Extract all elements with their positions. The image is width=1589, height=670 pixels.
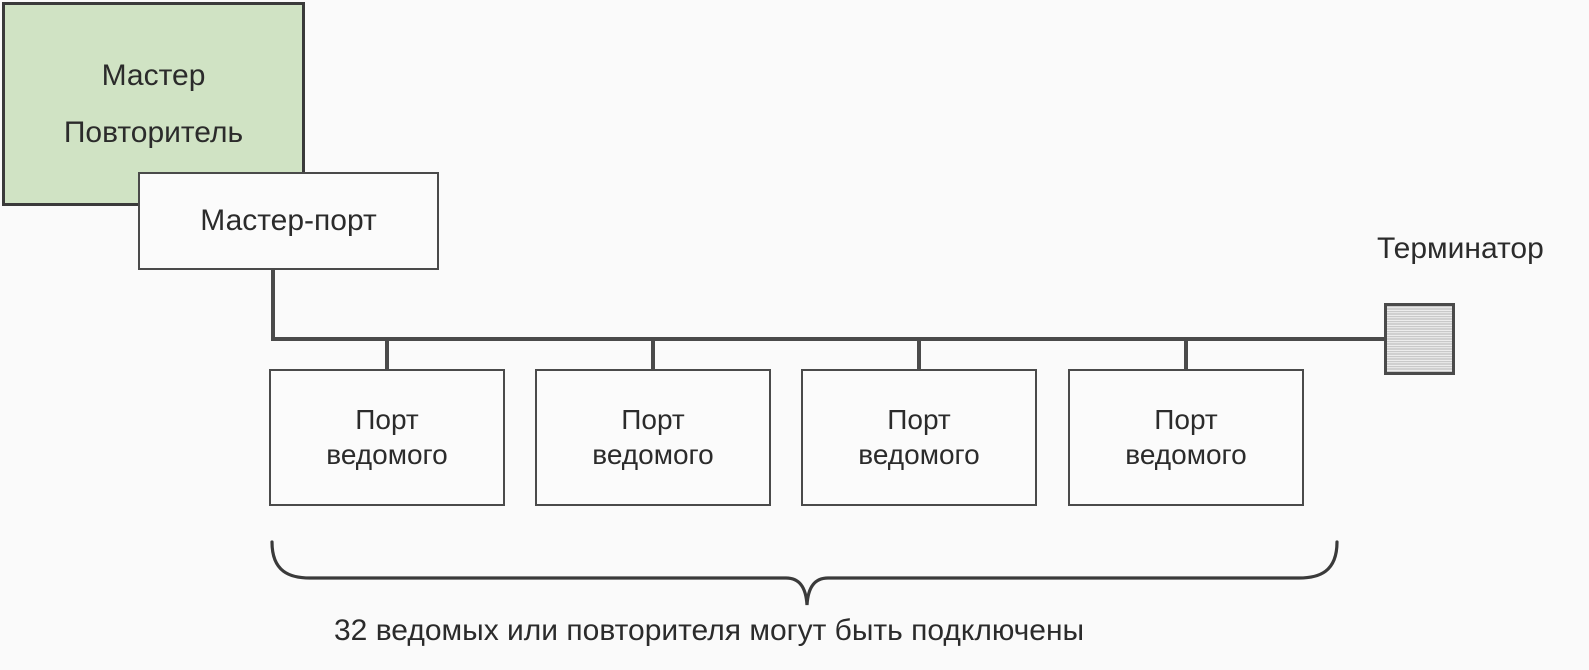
- slave-port-label-line2: ведомого: [1125, 438, 1247, 470]
- curly-brace: [270, 540, 1339, 606]
- slave-port-label-line2: ведомого: [858, 438, 980, 470]
- slave-port-label-line1: Порт: [1154, 404, 1218, 436]
- master-node-label-line2: Повторитель: [63, 116, 244, 149]
- terminator-node[interactable]: [1384, 303, 1455, 375]
- slave-port-label-line1: Порт: [621, 404, 685, 436]
- slave-port-node-3[interactable]: Порт ведомого: [801, 369, 1037, 506]
- slave-port-label-line1: Порт: [355, 404, 419, 436]
- master-port-node[interactable]: Мастер-порт: [138, 172, 439, 270]
- master-node-label-line1: Мастер: [101, 58, 206, 92]
- slave-port-node-1[interactable]: Порт ведомого: [269, 369, 505, 506]
- slave-port-node-4[interactable]: Порт ведомого: [1068, 369, 1304, 506]
- slave-port-node-2[interactable]: Порт ведомого: [535, 369, 771, 506]
- master-port-label: Мастер-порт: [200, 204, 377, 237]
- slave-port-label-line2: ведомого: [326, 438, 448, 470]
- terminator-label: Терминатор: [1377, 232, 1544, 265]
- diagram-caption: 32 ведомых или повторителя могут быть по…: [334, 614, 1085, 647]
- slave-port-label-line2: ведомого: [592, 438, 714, 470]
- slave-port-label-line1: Порт: [887, 404, 951, 436]
